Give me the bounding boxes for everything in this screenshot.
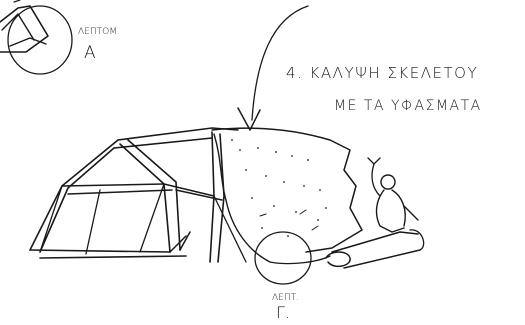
person-figure (368, 158, 418, 232)
detail-a-fragment: ΛΕΠΤΟΜ. Α (0, 0, 120, 74)
fabric-cover (212, 128, 362, 263)
fabric-roll (326, 230, 424, 268)
detail-g-letter: Γ. (276, 303, 290, 322)
caption-line-2: ΜΕ ΤΑ ΥΦΑΣΜΑΤΑ (334, 98, 482, 114)
detail-a-letter: Α (84, 43, 96, 63)
tent-frame (30, 128, 246, 262)
detail-a-label: ΛΕΠΤΟΜ. (78, 27, 120, 37)
detail-a-circle (8, 6, 72, 74)
detail-g-label: ΛΕΠΤ. (272, 293, 299, 303)
caption-line-1: 4. ΚΑΛΥΨΗ ΣΚΕΛΕΤΟΥ (286, 64, 478, 82)
